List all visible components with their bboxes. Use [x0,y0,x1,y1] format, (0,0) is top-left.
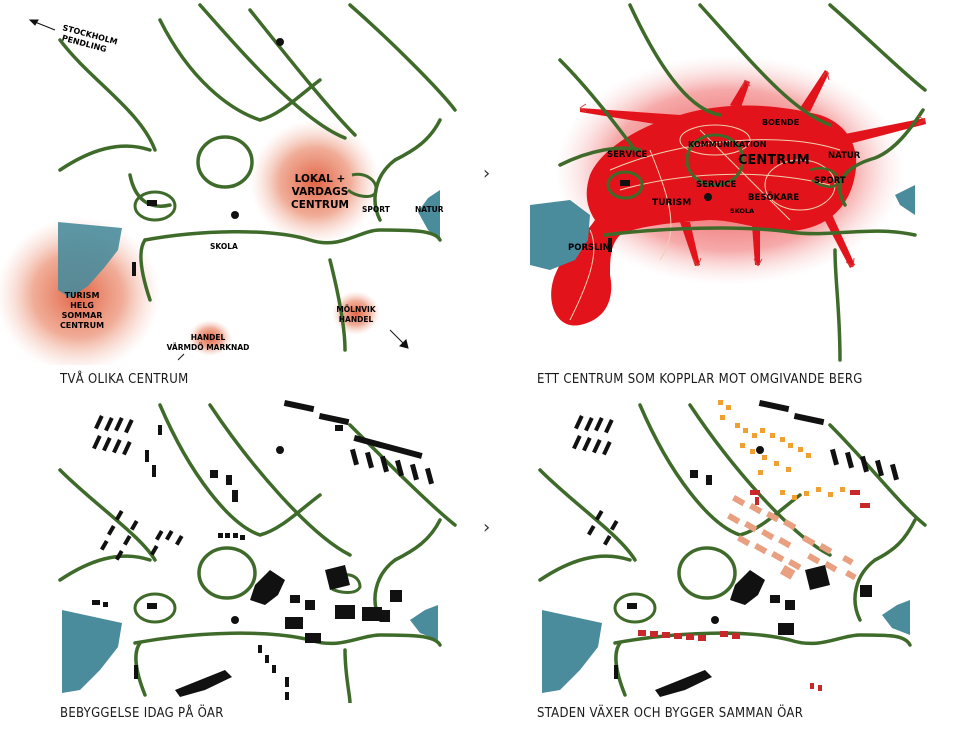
label-skola: SKOLA [730,207,754,215]
water-east [882,600,910,635]
water-west [62,610,122,693]
dot-centre [704,193,712,201]
island-small [606,170,644,200]
glow-handel [188,320,232,356]
panel-one-centre: BOENDE KOMMUNIKATION CENTRUM SERVICE NAT… [530,0,953,365]
road-network [58,3,457,352]
label-turism: TURISM [652,198,691,208]
label-besokare: BESÖKARE [748,192,799,203]
centre-blob [551,105,857,326]
island-ring [197,546,257,600]
label-service-2: SERVICE [696,180,736,190]
island-small [133,592,177,624]
dot-north [276,38,284,46]
island-small [613,592,657,624]
caption-panel-2: ETT CENTRUM SOM KOPPLAR MOT OMGIVANDE BE… [537,372,863,387]
island-small [133,190,177,222]
dot-north [276,446,284,454]
label-natur: NATUR [415,205,444,214]
label-kommunikation: KOMMUNIKATION [688,140,766,149]
red-rays [580,70,926,268]
building-porslin [608,238,612,252]
dot-skola [231,616,239,624]
outward-arrows [579,70,926,268]
building-small [620,180,630,186]
label-sport: SPORT [362,205,391,214]
next-arrow-bottom: › [483,517,491,538]
label-centrum: CENTRUM [738,153,810,168]
label-porslin: PORSLIN [568,243,610,253]
island-ring [685,133,745,187]
dot-skola [711,616,719,624]
pendling-arrow [28,19,56,31]
map-city-grows [538,399,927,697]
dot-north [756,446,764,454]
new-buildings-orange [718,400,845,500]
existing-buildings [572,399,899,697]
label-sport: SPORT [814,176,846,186]
caption-panel-1: TVÅ OLIKA CENTRUM [60,372,189,387]
island-ring [677,546,737,600]
map-one-centre: BOENDE KOMMUNIKATION CENTRUM SERVICE NAT… [530,3,927,362]
island-sport [809,167,840,188]
existing-buildings [92,400,434,700]
label-natur: NATUR [828,151,861,161]
label-boende: BOENDE [762,118,799,127]
water-east [410,605,438,640]
molnvik-arrow [389,329,409,349]
road-network [538,403,927,697]
water-west [542,610,602,693]
label-skola: SKOLA [210,242,238,251]
dot-skola [231,211,239,219]
map-buildings-today [58,400,457,703]
water-east [418,190,440,240]
label-service: SERVICE [607,150,647,160]
island-lokal [347,172,378,198]
panel-buildings-today [0,395,460,703]
new-buildings-red [638,490,870,691]
building-west [132,262,136,276]
glow-lokal-centrum [250,120,380,244]
water-west [530,200,590,270]
water-east [895,185,915,215]
road-network [558,3,927,362]
water-west [58,222,122,298]
handel-leader [177,353,185,361]
island-ring [196,135,254,189]
road-network [58,403,457,703]
caption-panel-3: BEBYGGELSE IDAG PÅ ÖAR [60,706,224,721]
next-arrow-top: › [483,163,491,184]
new-buildings-salmon [726,495,857,581]
building-small [147,200,157,206]
panel-city-grows [530,395,953,703]
caption-panel-4: STADEN VÄXER OCH BYGGER SAMMAN ÖAR [537,706,804,721]
